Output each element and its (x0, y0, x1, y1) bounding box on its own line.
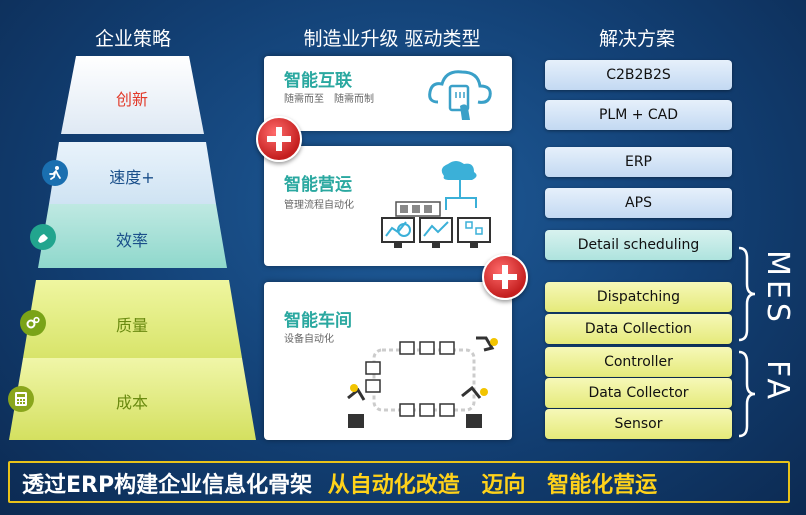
solution-detail-scheduling: Detail scheduling (545, 230, 732, 260)
pyramid-label-innovation: 创新 (115, 90, 148, 109)
solution-aps: APS (545, 188, 732, 218)
solution-controller: Controller (545, 347, 732, 377)
card-smart-workshop: 智能车间 设备自动化 (264, 282, 512, 440)
left-column-title: 企业策略 (94, 28, 171, 50)
card-title: 智能车间 (284, 311, 352, 331)
pyramid-label-speed: 速度+ (109, 168, 155, 187)
plus-icon (482, 254, 528, 300)
slogan-part-erp: 透过ERP构建企业信息化骨架 (22, 473, 313, 498)
pyramid-label-efficiency: 效率 (115, 231, 148, 250)
card-title: 智能互联 (284, 71, 352, 91)
strategy-pyramid (9, 56, 256, 440)
middle-column-title: 制造业升级 驱动类型 (303, 28, 481, 50)
pyramid-level-speed (49, 142, 216, 204)
mes-label: MES (760, 250, 795, 326)
calculator-icon (8, 386, 34, 412)
pyramid-level-cost (9, 358, 256, 440)
slogan-part-smart-operation: 智能化营运 (547, 473, 658, 498)
pyramid-label-cost: 成本 (115, 393, 148, 412)
slogan-part-toward: 迈向 (481, 473, 526, 498)
pyramid-level-efficiency (38, 204, 227, 268)
cloud-touch-icon (428, 70, 492, 120)
card-smart-connect: 智能互联 随需而至 随需而制 (264, 56, 512, 131)
card-subtitle: 管理流程自动化 (284, 200, 354, 211)
solution-sensor: Sensor (545, 409, 732, 439)
solution-plm-cad: PLM + CAD (545, 100, 732, 130)
solution-data-collector: Data Collector (545, 378, 732, 408)
fa-label: FA (760, 360, 795, 404)
card-subtitle: 随需而至 随需而制 (284, 94, 374, 105)
card-title: 智能营运 (284, 175, 352, 195)
card-smart-operation: 智能营运 管理流程自动化 (264, 146, 512, 266)
solution-erp: ERP (545, 147, 732, 177)
solution-c2b2b2s: C2B2B2S (545, 60, 732, 90)
pyramid-label-quality: 质量 (115, 316, 148, 335)
solution-dispatching: Dispatching (545, 282, 732, 312)
gears-icon (20, 310, 46, 336)
card-subtitle: 设备自动化 (284, 334, 334, 345)
tap-icon (30, 224, 56, 250)
runner-icon (42, 160, 68, 186)
pyramid-level-innovation (61, 56, 204, 134)
robot-conveyor-icon (347, 336, 498, 428)
fa-brace (738, 350, 756, 438)
bottom-slogan-frame (8, 461, 790, 503)
pyramid-level-quality (23, 280, 242, 358)
right-column-title: 解决方案 (598, 28, 675, 50)
mes-brace (738, 246, 756, 342)
bottom-slogan: 透过ERP构建企业信息化骨架 从自动化改造 迈向 智能化营运 (22, 467, 657, 499)
solution-data-collection: Data Collection (545, 314, 732, 344)
slogan-part-automation: 从自动化改造 (327, 473, 460, 498)
plus-icon (256, 116, 302, 162)
cloud-monitor-icon (381, 161, 491, 248)
